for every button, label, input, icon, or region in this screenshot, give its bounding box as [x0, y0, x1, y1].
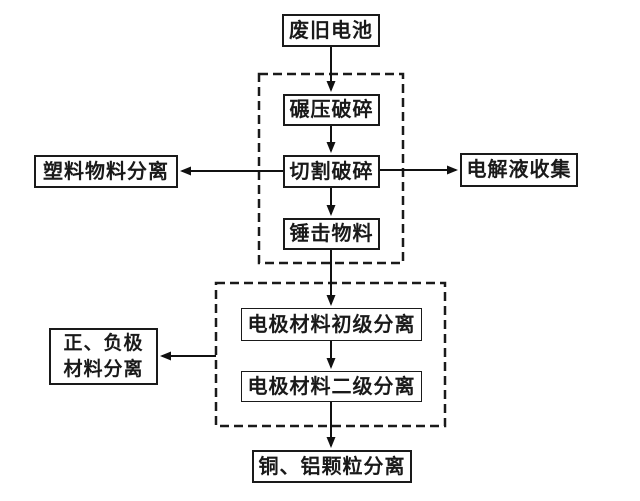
node-electrolyte-collection: 电解液收集	[460, 153, 578, 187]
electrode-separation-line2: 材料分离	[63, 358, 144, 380]
node-copper-aluminum-separation: 铜、铝颗粒分离	[252, 450, 412, 483]
node-roll-crush: 碾压破碎	[283, 94, 380, 126]
node-waste-battery: 废旧电池	[282, 14, 380, 47]
node-primary-electrode-separation: 电极材料初级分离	[241, 308, 422, 341]
electrode-separation-line1: 正、负极	[63, 332, 144, 354]
node-hammer-material: 锤击物料	[283, 218, 380, 250]
node-cut-crush: 切割破碎	[283, 155, 380, 188]
node-secondary-electrode-separation: 电极材料二级分离	[241, 371, 422, 402]
node-plastic-separation: 塑料物料分离	[34, 155, 178, 188]
node-electrode-material-separation: 正、负极 材料分离	[49, 328, 158, 385]
